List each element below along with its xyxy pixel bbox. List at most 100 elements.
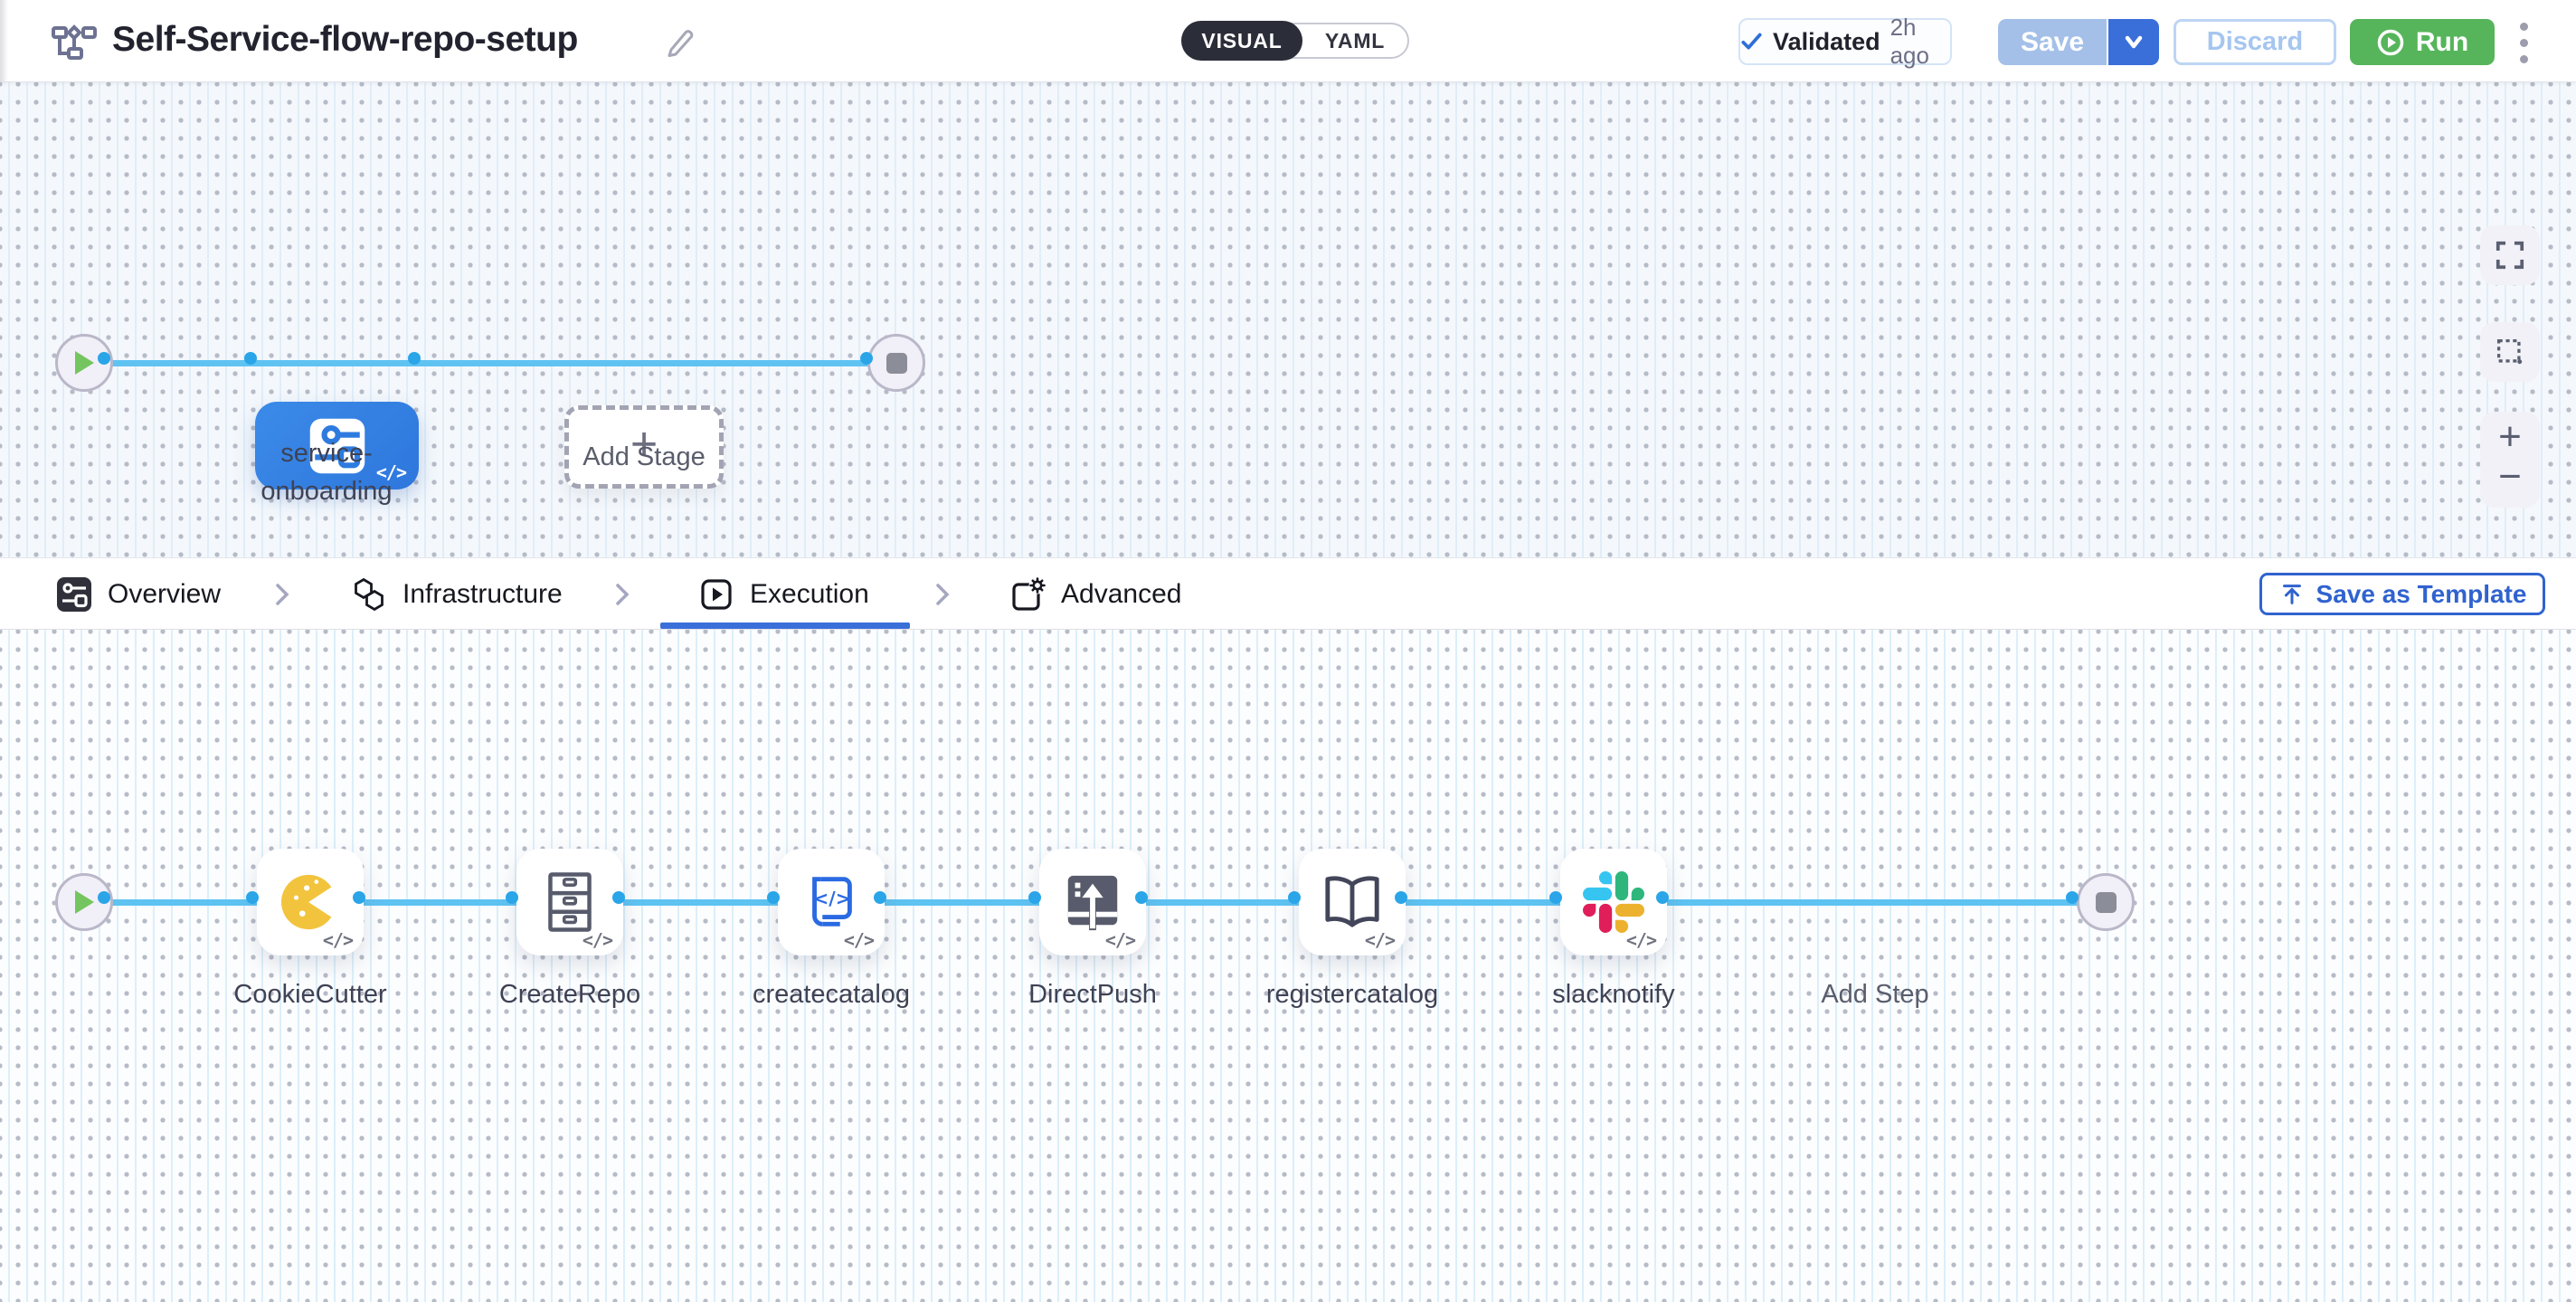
tab-infrastructure[interactable]: Infrastructure — [351, 558, 563, 630]
visual-yaml-toggle: VISUAL YAML — [1181, 21, 1409, 61]
step-node-directpush[interactable]: </> — [1039, 849, 1146, 955]
pipeline-end-node — [867, 334, 925, 392]
pipeline-flowchart-icon — [51, 21, 98, 67]
save-as-template-label: Save as Template — [2316, 579, 2527, 608]
step-node-registercatalog[interactable]: </> — [1299, 849, 1406, 955]
tab-execution[interactable]: Execution — [698, 558, 869, 630]
validated-time: 2h ago — [1889, 14, 1929, 69]
connection-point[interactable] — [859, 351, 873, 365]
zoom-out-button[interactable]: − — [2498, 454, 2522, 499]
zoom-in-button[interactable]: + — [2498, 414, 2522, 459]
step-code-badge: </> — [582, 929, 613, 951]
marquee-select-button[interactable] — [2480, 322, 2540, 382]
execution-end-node — [2077, 873, 2135, 931]
edit-title-pencil-icon[interactable] — [663, 24, 699, 60]
infrastructure-icon — [355, 577, 384, 611]
tab-overview[interactable]: Overview — [56, 558, 221, 630]
zoom-in-out-control[interactable]: + − — [2480, 412, 2540, 508]
tab-infrastructure-label: Infrastructure — [402, 578, 563, 609]
chevron-down-icon — [2125, 35, 2143, 48]
fullscreen-icon — [2496, 241, 2524, 270]
step-label: slacknotify — [1552, 980, 1675, 1009]
connection-point[interactable] — [611, 890, 625, 904]
svg-text:</>: </> — [813, 888, 851, 909]
tab-execution-label: Execution — [750, 578, 869, 609]
step-node-createcatalog[interactable]: </> </> — [778, 849, 885, 955]
step-node-cookiecutter[interactable]: </> — [257, 849, 364, 955]
stage-type-icon — [309, 418, 365, 473]
validated-badge: Validated 2h ago — [1738, 14, 1952, 69]
connection-point[interactable] — [352, 890, 365, 904]
stage-label: service-onboarding — [260, 439, 393, 506]
more-options-kebab-icon[interactable] — [2502, 20, 2545, 65]
chevron-right-icon — [616, 584, 630, 605]
step-label: CreateRepo — [498, 980, 641, 1009]
connection-point[interactable] — [1548, 890, 1562, 904]
connection-point[interactable] — [1394, 890, 1407, 904]
toggle-visual[interactable]: VISUAL — [1181, 21, 1302, 61]
discard-button[interactable]: Discard — [2174, 19, 2336, 65]
drawer-cabinet-icon — [548, 872, 592, 932]
tab-advanced-label: Advanced — [1061, 578, 1182, 609]
save-as-template-button[interactable]: Save as Template — [2259, 573, 2545, 615]
start-play-icon — [75, 890, 94, 914]
validated-label: Validated — [1773, 27, 1880, 55]
run-play-icon — [2377, 29, 2404, 55]
execution-icon — [701, 578, 732, 610]
step-code-badge: </> — [1625, 929, 1657, 951]
connection-point[interactable] — [766, 890, 780, 904]
stage-node-service-onboarding[interactable]: </> — [255, 402, 419, 489]
step-code-badge: </> — [843, 929, 875, 951]
connection-point[interactable] — [505, 890, 518, 904]
add-stage-label: Add Stage — [582, 442, 706, 471]
connection-point[interactable] — [1028, 890, 1041, 904]
connection-point[interactable] — [1287, 890, 1301, 904]
connection-point[interactable] — [2065, 890, 2079, 904]
run-label: Run — [2415, 26, 2469, 57]
advanced-icon — [1012, 576, 1046, 611]
top-header: Self-Service-flow-repo-setup VISUAL YAML… — [0, 0, 2576, 82]
save-button[interactable]: Save — [1998, 19, 2107, 65]
save-dropdown-caret[interactable] — [2107, 19, 2159, 65]
stage-code-badge: </> — [375, 461, 407, 483]
plus-icon: + — [630, 418, 658, 470]
fullscreen-button[interactable] — [2480, 225, 2540, 285]
connection-point[interactable] — [245, 890, 259, 904]
push-upload-icon — [1067, 875, 1118, 931]
step-node-createrepo[interactable]: </> — [516, 849, 623, 955]
page-title: Self-Service-flow-repo-setup — [112, 20, 578, 59]
step-code-badge: </> — [1364, 929, 1396, 951]
stop-square-icon — [2095, 891, 2117, 913]
start-play-icon — [75, 351, 94, 375]
slack-icon — [1583, 871, 1644, 933]
step-label: DirectPush — [1028, 980, 1157, 1009]
step-label: createcatalog — [752, 980, 911, 1009]
step-code-badge: </> — [322, 929, 354, 951]
catalog-code-scroll-icon: </> — [812, 877, 852, 927]
check-icon — [1741, 33, 1762, 50]
connection-point[interactable] — [407, 351, 421, 365]
connection-point[interactable] — [97, 890, 110, 904]
run-button[interactable]: Run — [2350, 19, 2495, 65]
connection-point[interactable] — [243, 351, 257, 365]
tab-overview-label: Overview — [108, 578, 222, 609]
connection-point[interactable] — [1134, 890, 1148, 904]
add-stage-button[interactable]: + — [564, 405, 724, 489]
stage-tabs-bar: Overview Infrastructure Execution Adva — [0, 557, 2576, 630]
step-label: CookieCutter — [233, 980, 387, 1009]
chevron-right-icon — [276, 584, 289, 605]
connection-point[interactable] — [1655, 890, 1669, 904]
upload-icon — [2282, 584, 2301, 604]
chevron-right-icon — [936, 584, 950, 605]
connection-point[interactable] — [97, 351, 110, 365]
toggle-yaml[interactable]: YAML — [1324, 28, 1386, 52]
step-label: registercatalog — [1265, 980, 1439, 1009]
tab-advanced[interactable]: Advanced — [1009, 558, 1181, 630]
connection-point[interactable] — [873, 890, 886, 904]
step-node-slacknotify[interactable]: </> — [1560, 849, 1667, 955]
connector-line — [90, 359, 871, 366]
cookiecutter-icon — [280, 874, 332, 930]
active-tab-underline — [660, 622, 910, 629]
execution-canvas[interactable]: </> </> </> </> </> — [0, 630, 2576, 1302]
stage-canvas[interactable]: </> + service-onboarding Add Stage + − — [0, 82, 2576, 557]
